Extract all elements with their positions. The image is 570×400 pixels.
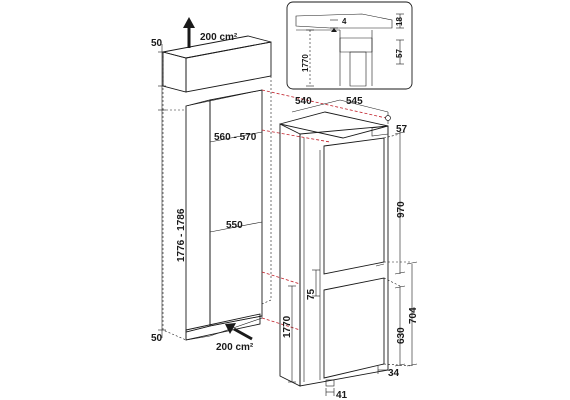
niche-depth-label: 550: [226, 220, 243, 231]
niche-top-box-side: [185, 41, 272, 93]
detail-inset: [286, 1, 413, 90]
niche-height-dimension: [158, 44, 186, 338]
appliance-height-dimension: [288, 285, 296, 383]
niche-plinth: [185, 313, 261, 341]
right-dimension-chain: [383, 131, 418, 367]
projection-lines: [261, 89, 387, 331]
niche-back-wall: [209, 89, 263, 327]
top-vent-label: 200 cm²: [200, 32, 238, 43]
upper-door: [323, 137, 385, 275]
niche-width-label: 560 - 570: [214, 132, 257, 143]
niche-top-gap-label: 50: [151, 38, 163, 49]
niche-bottom-gap-label: 50: [151, 333, 163, 344]
detail-1770-label: 1770: [301, 54, 310, 72]
top-vent-arrow-icon: [183, 17, 195, 48]
bottom-41-label: 41: [336, 390, 348, 400]
lower-630-label: 630: [396, 327, 407, 344]
appliance-foot: [325, 379, 335, 387]
lower-door-label: 704: [408, 307, 419, 324]
bottom-dimensions: [325, 366, 388, 396]
appliance-height-label: 1770: [282, 315, 293, 338]
appliance: [279, 111, 389, 387]
door-gap-label: 75: [306, 288, 317, 300]
detail-4-label: 4: [342, 17, 347, 26]
top-right-57-label: 57: [396, 124, 408, 135]
niche-left-side: [185, 99, 211, 333]
detail-inset-frame: [286, 1, 413, 90]
bottom-vent-arrow-icon: [225, 323, 253, 341]
appliance-width-label: 545: [346, 96, 363, 107]
appliance-front: [299, 125, 389, 387]
appliance-top-dimensions: [291, 99, 391, 124]
door-gap-dimension: [312, 269, 320, 297]
detail-18-label: 18: [395, 17, 404, 26]
bottom-vent-label: 200 cm²: [216, 342, 254, 353]
niche-top-box-front: [162, 51, 187, 93]
niche-cabinet: [162, 35, 272, 341]
niche-height-label: 1776 - 1786: [176, 208, 187, 262]
niche-width-dimension: [209, 131, 263, 143]
niche-depth-dimension: [209, 221, 263, 233]
bottom-34-label: 34: [388, 368, 400, 379]
niche-floor: [185, 315, 263, 341]
upper-door-label: 970: [396, 201, 407, 218]
appliance-depth-label: 540: [295, 96, 312, 107]
top-hinge: [371, 125, 389, 137]
detail-57-label: 57: [395, 49, 404, 58]
appliance-side: [279, 123, 301, 387]
lower-door: [323, 277, 385, 379]
